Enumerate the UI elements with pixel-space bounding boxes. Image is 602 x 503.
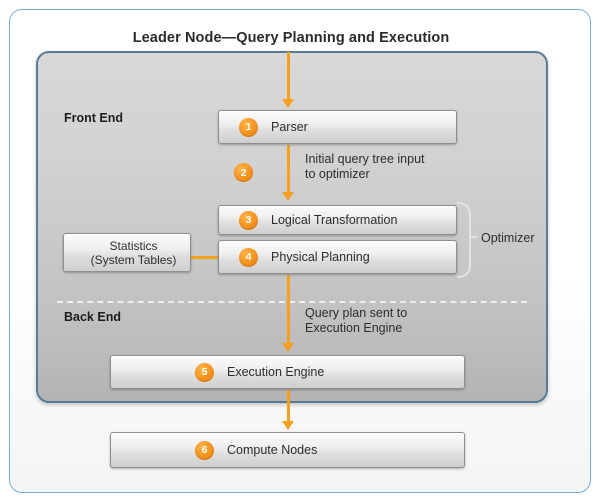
node-box-execution-engine-label: Execution Engine [227,365,325,379]
node-box-parser[interactable]: 1 Parser [218,110,457,144]
node-box-physical-planning-label: Physical Planning [271,250,370,264]
node-box-compute-nodes-label: Compute Nodes [227,443,318,457]
optimizer-label: Optimizer [481,231,535,245]
node-box-compute-nodes[interactable]: 6 Compute Nodes [110,432,465,468]
step-badge-2: 2 [234,163,253,182]
arrow-down-icon-execution-to-compute-head [282,421,294,430]
arrow-down-icon-optimizer-to-execution [287,275,290,344]
arrow-down-icon-input-to-parser-head [282,99,294,108]
page-title: Leader Node—Query Planning and Execution [132,30,450,46]
node-box-parser-label: Parser [271,120,308,134]
arrow-down-icon-parser-to-optimizer [287,145,290,193]
front-end-label: Front End [64,111,124,125]
node-box-statistics-line2: (System Tables) [90,252,177,267]
step-badge-5: 5 [195,362,214,382]
node-box-logical-transformation[interactable]: 3 Logical Transformation [218,205,457,235]
curly-bracket-icon-optimizer [457,202,471,278]
node-box-execution-engine[interactable]: 5 Execution Engine [110,355,465,389]
step-badge-3: 3 [239,210,258,230]
annotation-query-plan-sent: Query plan sent to Execution Engine [305,306,408,335]
arrow-down-icon-input-to-parser [287,52,290,101]
curly-bracket-icon-optimizer-nub [469,236,477,238]
node-box-statistics-line1: Statistics [109,238,158,253]
annotation-initial-query-tree: Initial query tree input to optimizer [305,152,425,181]
back-end-label: Back End [64,310,121,324]
statistics-connector-line [191,256,219,259]
node-box-logical-transformation-label: Logical Transformation [271,213,398,227]
node-box-statistics[interactable]: Statistics (System Tables) [63,233,191,272]
arrow-down-icon-optimizer-to-execution-head [282,343,294,352]
step-badge-4: 4 [239,247,258,267]
arrow-down-icon-parser-to-optimizer-head [282,192,294,201]
step-badge-1: 1 [239,117,258,137]
arrow-down-icon-execution-to-compute [287,390,290,422]
front-back-divider [57,301,527,303]
step-badge-6: 6 [195,440,214,460]
node-box-physical-planning[interactable]: 4 Physical Planning [218,240,457,274]
